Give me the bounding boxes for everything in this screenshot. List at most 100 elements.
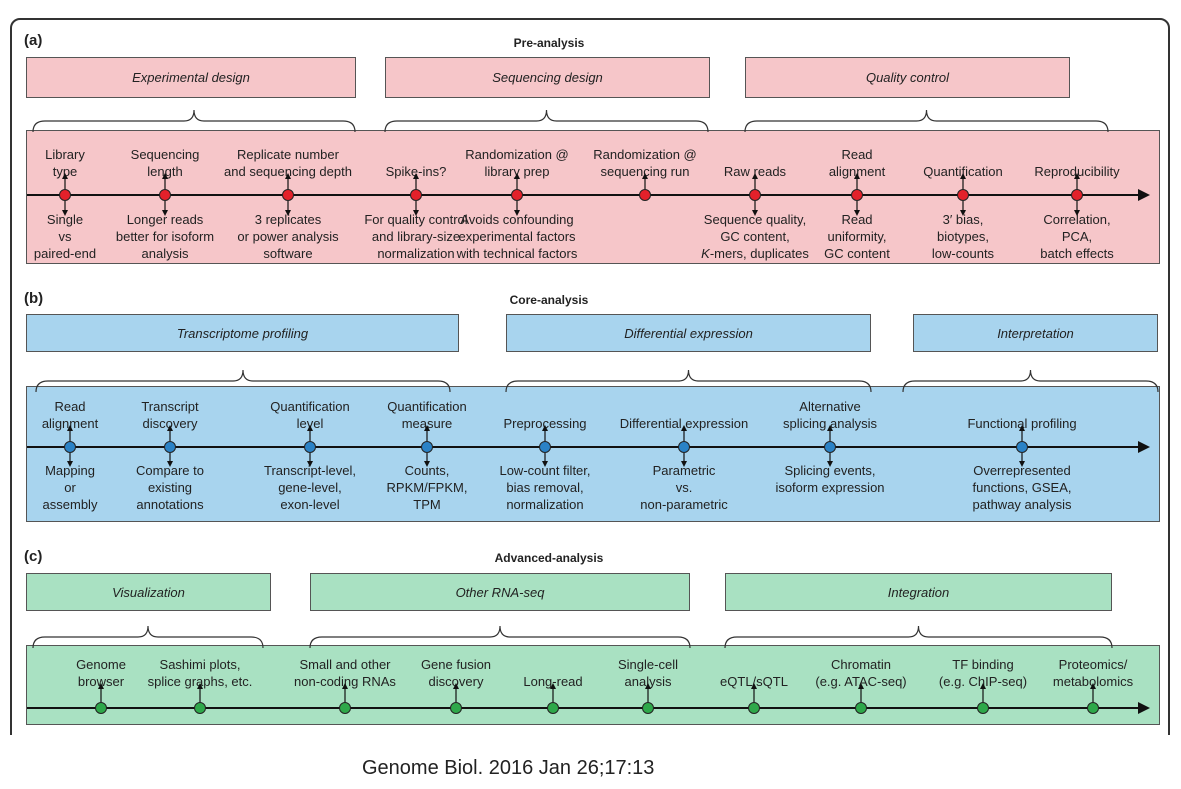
step-dot xyxy=(639,189,651,201)
category-box: Quality control xyxy=(745,57,1070,98)
panel-c-band xyxy=(26,645,1160,725)
step-arrow-up xyxy=(542,425,548,431)
step-dot xyxy=(678,441,690,453)
step-arrow-up xyxy=(550,683,556,689)
step-label: TF binding(e.g. ChIP-seq) xyxy=(938,657,1028,689)
step-detail: 3′ bias,biotypes,low-counts xyxy=(931,212,995,261)
panel-a-title: Pre-analysis xyxy=(513,36,585,50)
step-arrow-down xyxy=(514,210,520,216)
category-brace xyxy=(902,369,1159,393)
step-arrow-down xyxy=(424,461,430,467)
category-brace xyxy=(724,625,1113,649)
step-arrow-up xyxy=(514,173,520,179)
step-arrow-up xyxy=(413,173,419,179)
figure-caption: Genome Biol. 2016 Jan 26;17:13 xyxy=(362,757,655,779)
step-arrow-up xyxy=(197,683,203,689)
step-dot xyxy=(164,441,176,453)
category-box: Differential expression xyxy=(506,314,871,352)
step-arrow-up xyxy=(67,425,73,431)
step-dot xyxy=(59,189,71,201)
step-dot xyxy=(1016,441,1028,453)
step-label: Proteomics/metabolomics xyxy=(1052,657,1134,689)
step-arrow-up xyxy=(980,683,986,689)
step-arrow-down xyxy=(167,461,173,467)
panel-a-letter: (a) xyxy=(24,32,43,49)
step-label: Sashimi plots,splice graphs, etc. xyxy=(147,657,253,689)
category-box: Transcriptome profiling xyxy=(26,314,459,352)
category-box: Other RNA-seq xyxy=(310,573,690,611)
step-dot xyxy=(282,189,294,201)
timeline-arrowhead xyxy=(1138,702,1150,714)
step-dot xyxy=(547,702,559,714)
step-arrow-up xyxy=(960,173,966,179)
category-brace xyxy=(309,625,691,649)
step-arrow-down xyxy=(62,210,68,216)
step-dot xyxy=(1071,189,1083,201)
step-arrow-up xyxy=(751,683,757,689)
step-dot xyxy=(304,441,316,453)
step-arrow-down xyxy=(1019,461,1025,467)
step-detail: Splicing events,isoform expression xyxy=(775,463,885,495)
timeline-arrowhead xyxy=(1138,189,1150,201)
step-arrow-up xyxy=(167,425,173,431)
category-brace xyxy=(32,109,356,133)
step-dot xyxy=(339,702,351,714)
step-arrow-down xyxy=(285,210,291,216)
step-arrow-up xyxy=(62,173,68,179)
step-arrow-down xyxy=(542,461,548,467)
step-detail: Correlation,PCA,batch effects xyxy=(1040,212,1114,261)
step-arrow-up xyxy=(1019,425,1025,431)
step-detail: Counts,RPKM/FPKM,TPM xyxy=(386,463,468,512)
step-arrow-up xyxy=(307,425,313,431)
step-arrow-up xyxy=(342,683,348,689)
step-label: Preprocessing xyxy=(503,416,587,431)
panel-c-letter: (c) xyxy=(24,548,43,565)
step-arrow-down xyxy=(413,210,419,216)
step-arrow-down xyxy=(1074,210,1080,216)
step-label: Differential expression xyxy=(619,416,749,431)
step-arrow-down xyxy=(307,461,313,467)
step-arrow-down xyxy=(960,210,966,216)
frame-bottom-cut xyxy=(0,735,1181,765)
step-label: Long-read xyxy=(523,674,583,689)
step-arrow-up xyxy=(1074,173,1080,179)
panel-a-band xyxy=(26,130,1160,264)
step-arrow-down xyxy=(67,461,73,467)
step-arrow-up xyxy=(827,425,833,431)
step-dot xyxy=(1087,702,1099,714)
step-arrow-up xyxy=(285,173,291,179)
step-arrow-up xyxy=(681,425,687,431)
category-brace xyxy=(32,625,264,649)
panel-c-title: Advanced-analysis xyxy=(494,551,604,565)
step-label: Reproducibility xyxy=(1034,164,1120,179)
category-brace xyxy=(35,369,451,393)
step-label: Raw reads xyxy=(723,164,787,179)
step-dot xyxy=(748,702,760,714)
step-dot xyxy=(410,189,422,201)
step-label: Functional profiling xyxy=(967,416,1077,431)
step-dot xyxy=(851,189,863,201)
step-dot xyxy=(855,702,867,714)
step-dot xyxy=(642,702,654,714)
step-detail: Sequence quality,GC content,K-mers, dupl… xyxy=(701,212,809,261)
step-dot xyxy=(95,702,107,714)
step-dot xyxy=(159,189,171,201)
